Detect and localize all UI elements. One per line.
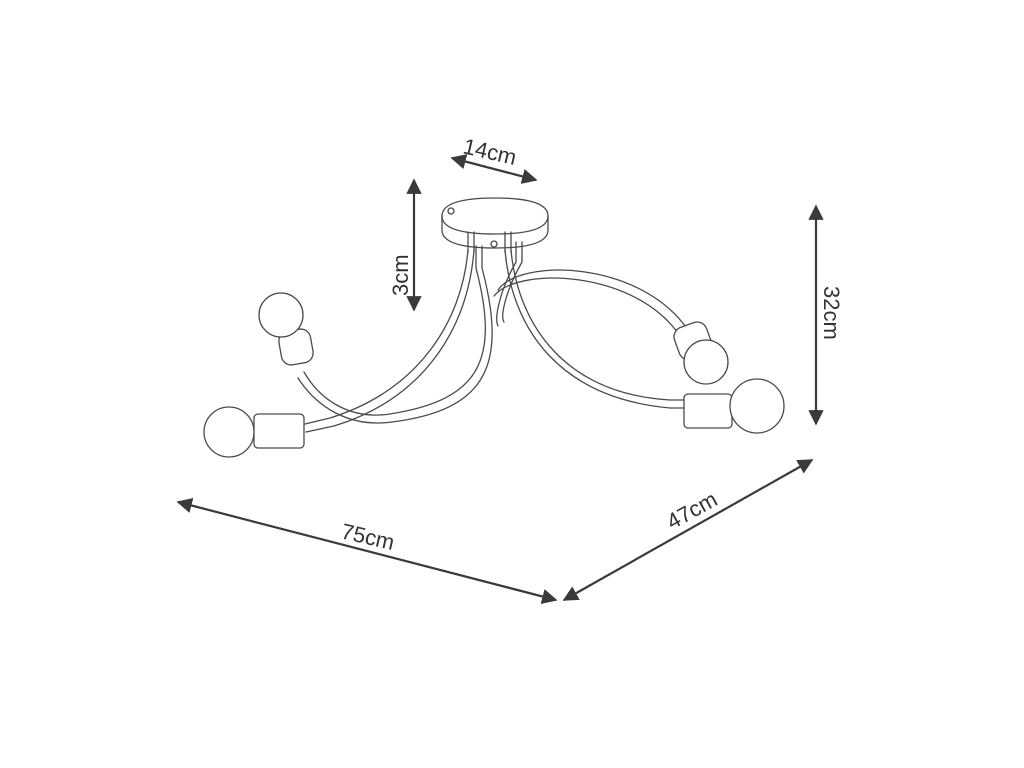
- dimension-length-label: 75cm: [339, 519, 397, 555]
- bulb-right-front: [683, 378, 785, 434]
- stems: [467, 231, 523, 269]
- ceiling-lamp: [203, 197, 785, 458]
- bulb-right-back: [673, 321, 729, 385]
- dimension-length: 75cm: [176, 498, 558, 604]
- bulb-left-back: [258, 292, 314, 366]
- dimension-canopy-height: 3cm: [388, 178, 422, 312]
- dimension-base-width-label: 14cm: [461, 134, 519, 170]
- dimension-total-height: 32cm: [808, 204, 844, 426]
- bulb-left-front: [203, 406, 305, 458]
- dimension-canopy-height-label: 3cm: [388, 254, 413, 296]
- arm-right-back: [493, 261, 689, 337]
- dimension-depth: 47cm: [562, 459, 814, 601]
- canopy: [441, 197, 549, 249]
- arm-left-back: [297, 267, 493, 424]
- arm-right-front: [504, 249, 687, 409]
- dimension-total-height-label: 32cm: [819, 286, 844, 340]
- dimension-base-width: 14cm: [450, 134, 538, 184]
